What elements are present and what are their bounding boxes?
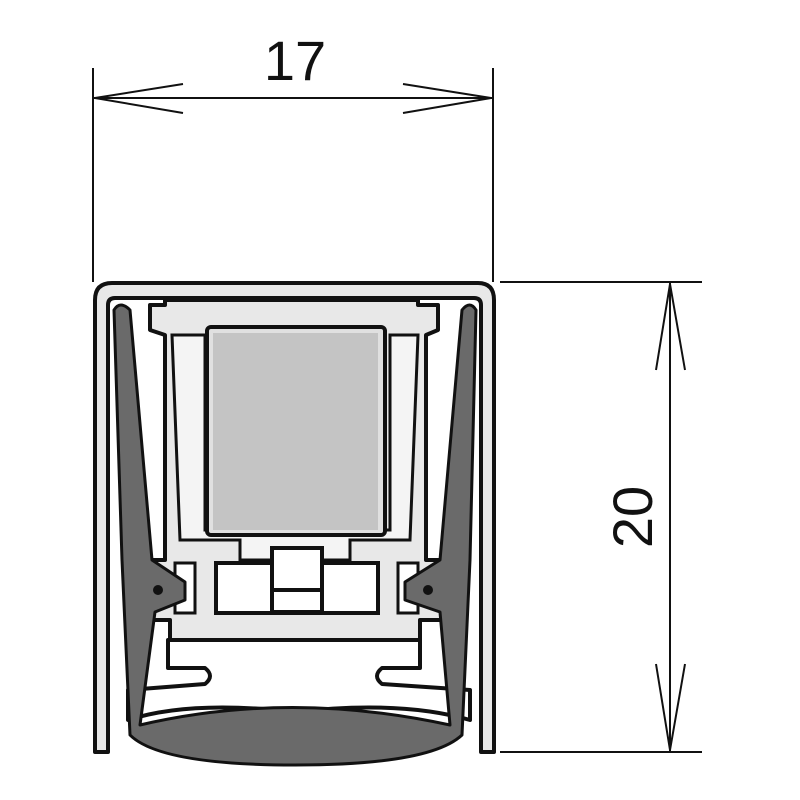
outer-housing: [93, 281, 496, 754]
insert-block-core: [213, 333, 378, 530]
height-label: 20: [601, 486, 664, 548]
arrow-right-icon: [402, 83, 492, 114]
arrow-up-icon: [655, 283, 686, 371]
seal-pivot-left: [153, 585, 163, 595]
mechanism-slider: [270, 546, 324, 614]
arrow-left-icon: [94, 83, 184, 114]
height-dimension: [500, 281, 702, 753]
width-dimension: [92, 68, 494, 282]
width-label: 17: [264, 29, 326, 92]
seal-strip: [112, 303, 478, 767]
arrow-down-icon: [655, 663, 686, 751]
seal-pivot-right: [423, 585, 433, 595]
